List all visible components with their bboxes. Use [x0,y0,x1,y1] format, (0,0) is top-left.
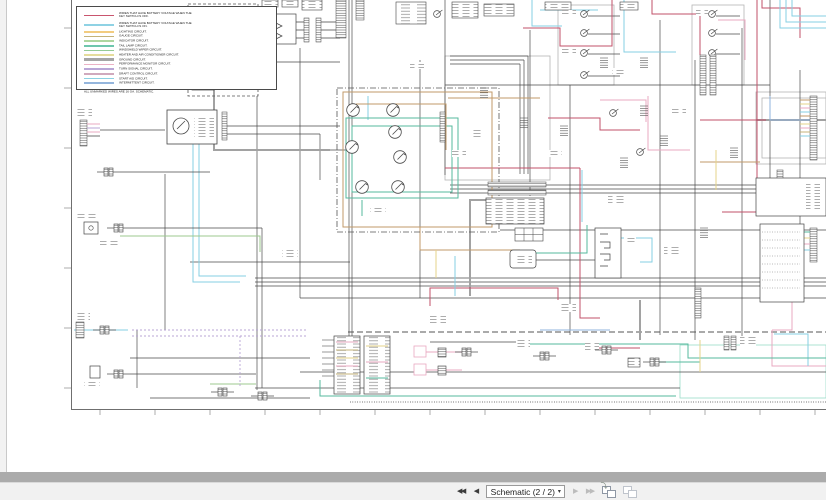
legend-swatch [84,78,114,80]
legend-label: GROUND CIRCUIT. [119,58,196,61]
page-selector-dropdown[interactable]: Schematic (2 / 2) ▾ [486,485,565,498]
legend-label: LIGHTING CIRCUIT. [119,30,196,33]
legend-label: DRAFT CONTROL CIRCUIT. [119,72,196,75]
legend-label: TAIL LAMP CIRCUIT. [119,44,196,47]
legend-swatch [84,54,114,56]
legend-box: WIRES THAT HAVE BATTERY VOLTAGE WHEN THE… [76,6,277,90]
legend-swatch [84,64,114,66]
legend-note: ALL UNMARKED WIRES ARE 16 GA. SCHEMATIC. [84,90,244,93]
new-sheet-icon[interactable]: ⤵ [602,486,616,498]
legend-swatch [84,50,114,52]
legend-label: HEATER AND AIR CONDITIONER CIRCUIT. [119,54,196,57]
duplicate-sheet-icon[interactable] [623,486,637,498]
previous-page-button[interactable]: ◀ [473,488,479,495]
legend-label: GAUGE CIRCUIT. [119,35,196,38]
last-page-button[interactable]: ▶▶ [585,488,595,495]
chevron-down-icon: ▾ [558,489,561,495]
legend-label: INTERMITTENT CIRCUIT. [119,82,196,85]
legend-label: WIRES THAT HAVE BATTERY VOLTAGE WHEN THE… [119,13,196,19]
next-page-button[interactable]: ▶ [572,488,578,495]
legend-swatch [84,15,114,17]
legend-label: TURN SIGNAL CIRCUIT. [119,68,196,71]
legend-swatch [84,31,114,33]
legend-swatch [84,68,114,70]
legend-swatch [84,40,114,42]
legend-swatch [84,45,114,47]
legend-swatch [84,36,114,38]
legend-swatch [84,82,114,84]
legend-label: START AID CIRCUIT. [119,77,196,80]
canvas-bottom-band [0,472,826,482]
legend-label: WIRES THAT HAVE BATTERY VOLTAGE WHEN THE… [119,22,196,28]
legend-swatch [84,24,114,26]
sheet-front-rect [628,490,637,498]
legend-swatch [84,73,114,75]
legend-label: INDICATOR CIRCUIT. [119,40,196,43]
legend-label: WINDSHIELD WIPER CIRCUIT. [119,49,196,52]
legend-label: PERFORMANCE MONITOR CIRCUIT. [119,63,196,66]
viewer-toolbar: ◀◀ ◀ Schematic (2 / 2) ▾ ▶ ▶▶ ⤵ [0,482,826,500]
legend-swatch [84,58,114,61]
first-page-button[interactable]: ◀◀ [456,488,466,495]
legend-row: INTERMITTENT CIRCUIT. [84,81,273,86]
legend-row: WIRES THAT HAVE BATTERY VOLTAGE WHEN THE… [84,11,273,20]
sheet-arrow: ⤵ [601,483,608,490]
legend-row: WIRES THAT HAVE BATTERY VOLTAGE WHEN THE… [84,20,273,29]
document-canvas[interactable]: WIRES THAT HAVE BATTERY VOLTAGE WHEN THE… [0,0,826,472]
page-selector-value: Schematic (2 / 2) [491,487,555,497]
page-navigation: ◀◀ ◀ Schematic (2 / 2) ▾ ▶ ▶▶ ⤵ [456,483,637,500]
sheet-front-rect [607,490,616,498]
